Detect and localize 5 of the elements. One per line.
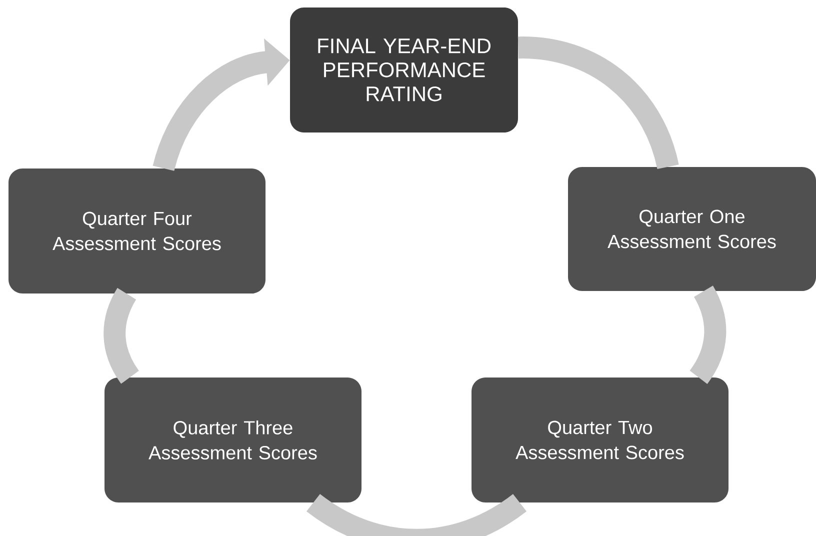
process-box: Quarter Three Assessment Scores (104, 378, 362, 502)
rating-box: FINAL YEAR-END PERFORMANCE RATING (290, 8, 518, 132)
process-box: Quarter Four Assessment Scores (8, 168, 266, 294)
process-box: Quarter Two Assessment Scores (472, 378, 728, 502)
process-box: Quarter One Assessment Scores (568, 167, 816, 291)
